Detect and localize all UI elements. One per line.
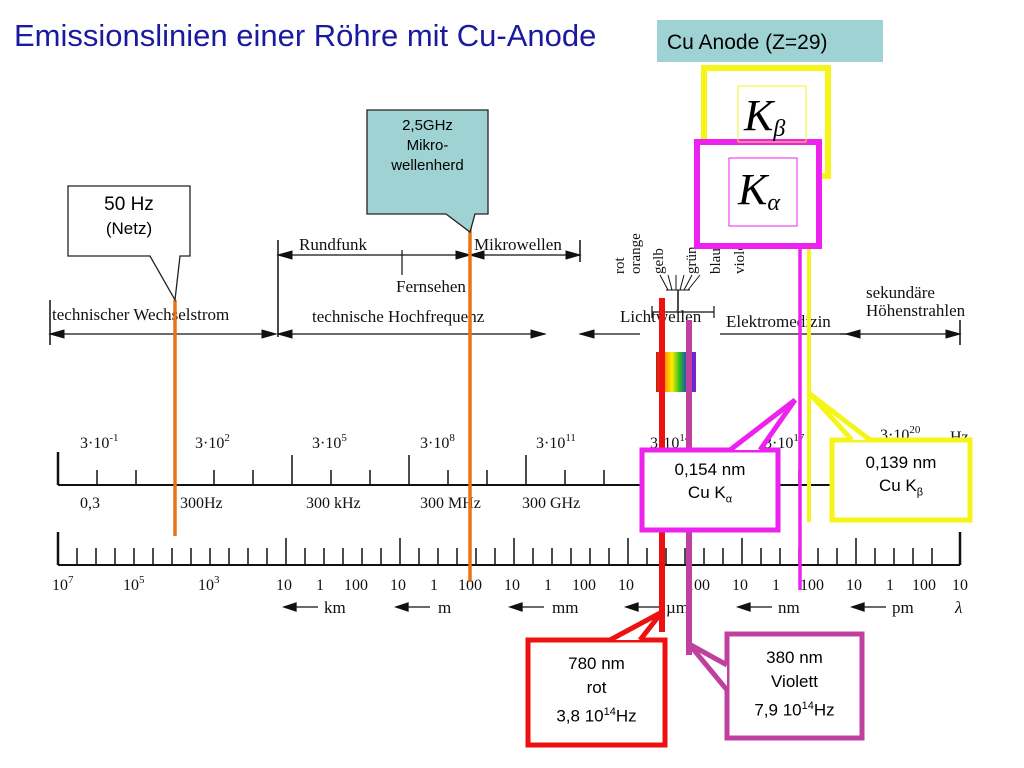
wl-tick-15: 10: [846, 577, 862, 594]
kbeta-nm: 0,139 nm: [865, 453, 937, 472]
wl-tick-0: 10: [276, 577, 292, 594]
k-beta-inner: [737, 85, 807, 143]
k-alpha-frame: [694, 139, 822, 249]
label-hoehenstrahlen: Höhenstrahlen: [866, 301, 966, 320]
wl-tick-9: 10: [618, 577, 634, 594]
wl-tick-2: 100: [344, 577, 368, 594]
wl-top-2: 103: [198, 574, 220, 594]
color-gruen: grün: [684, 246, 700, 274]
color-orange: orange: [628, 233, 644, 274]
unit-arrows: [281, 602, 886, 612]
k-beta-symbol: Kβ: [744, 91, 786, 142]
range-brackets: [48, 240, 962, 345]
wl-top-0: 107: [52, 574, 74, 594]
k-alpha-inner: [728, 157, 798, 227]
wl-tick-12: 10: [732, 577, 748, 594]
label-fernsehen: Fernsehen: [396, 277, 466, 296]
callout-mw: 2,5GHz Mikro- wellenherd: [367, 116, 488, 176]
callout-violet: 380 nm Violett 7,9 1014Hz: [730, 646, 859, 723]
unit-nm: nm: [778, 598, 800, 617]
netz-hz: 50 Hz: [104, 194, 154, 215]
color-rot: rot: [612, 257, 628, 274]
red-name: rot: [586, 678, 607, 697]
label-rundfunk: Rundfunk: [299, 235, 368, 254]
wl-tick-8: 100: [572, 577, 596, 594]
freq-val-2: 300 kHz: [306, 495, 361, 512]
label-elektromedizin: Elektromedizin: [726, 312, 831, 331]
callout-violet-shape: [724, 631, 865, 741]
callout-kbeta-shape: [829, 437, 973, 523]
label-sekundaere: sekundäre: [866, 283, 935, 302]
freq-top-2: 3·105: [312, 432, 347, 452]
callout-netz: 50 Hz (Netz): [68, 193, 190, 241]
wl-tick-13: 1: [772, 577, 780, 594]
wl-tick-5: 100: [458, 577, 482, 594]
label-wechselstrom: technischer Wechselstrom: [52, 305, 229, 324]
callout-kbeta-pointer: [808, 392, 872, 442]
unit-m: m: [438, 598, 451, 617]
anode-label-box: Cu Anode (Z=29): [657, 20, 883, 62]
mw-line-2: Mikro-: [406, 137, 449, 154]
kbeta-label: Cu Kβ: [878, 476, 924, 499]
freq-val-1: 300Hz: [180, 495, 223, 512]
k-alpha-symbol: Kα: [738, 165, 780, 216]
wl-tick-3: 10: [390, 577, 406, 594]
mw-line-1: 2,5GHz: [402, 117, 453, 134]
freq-top-0: 3·10-1: [80, 432, 119, 452]
callout-violet-pointer: [687, 641, 729, 692]
callout-kalpha-pointer: [728, 398, 798, 452]
unit-km: km: [324, 598, 346, 617]
page-title: Emissionslinien einer Röhre mit Cu-Anode: [14, 18, 597, 53]
mw-line-3: wellenherd: [391, 157, 464, 174]
color-gelb: gelb: [651, 248, 667, 274]
label-mikrowellen: Mikrowellen: [474, 235, 562, 254]
wl-tick-7: 1: [544, 577, 552, 594]
wl-tick-16: 1: [886, 577, 894, 594]
frequency-axis: [56, 452, 960, 486]
wl-tick-1: 1: [316, 577, 324, 594]
unit-pm: pm: [892, 598, 914, 617]
freq-top-4: 3·1011: [536, 432, 576, 452]
wl-tick-6: 10: [504, 577, 520, 594]
wl-tick-17: 100: [912, 577, 936, 594]
unit-um: µm: [666, 598, 689, 617]
wl-tick-4: 1: [430, 577, 438, 594]
wl-top-1: 105: [123, 574, 145, 594]
kalpha-label: Cu Kα: [687, 483, 733, 506]
wavelength-axis: [56, 532, 962, 566]
color-blau: blau: [708, 248, 724, 274]
violet-name: Violett: [771, 672, 818, 691]
violet-nm: 380 nm: [766, 648, 823, 667]
wl-tick-14: 100: [800, 577, 824, 594]
unit-lambda: λ: [954, 598, 962, 617]
freq-val-4: 300 GHz: [522, 495, 580, 512]
unit-mm: mm: [552, 598, 578, 617]
freq-top-3: 3·108: [420, 432, 455, 452]
callout-netz-shape: [67, 185, 191, 303]
wl-tick-18: 10: [952, 577, 968, 594]
freq-val-3: 300 MHz: [420, 495, 481, 512]
callout-kalpha: 0,154 nm Cu Kα: [645, 458, 775, 511]
red-hz: 3,8 1014Hz: [556, 706, 637, 726]
callout-red-pointer: [608, 609, 664, 643]
callout-red: 780 nm rot 3,8 1014Hz: [531, 652, 662, 729]
freq-val-0: 0,3: [80, 495, 100, 512]
kalpha-nm: 0,154 nm: [674, 460, 746, 479]
callout-kbeta: 0,139 nm Cu Kβ: [835, 451, 967, 504]
red-nm: 780 nm: [568, 654, 625, 673]
callout-mw-shape: [366, 109, 489, 234]
freq-top-1: 3·102: [195, 432, 230, 452]
violet-hz: 7,9 1014Hz: [754, 700, 835, 720]
label-hochfrequenz: technische Hochfrequenz: [312, 307, 485, 326]
netz-label: (Netz): [105, 219, 153, 238]
